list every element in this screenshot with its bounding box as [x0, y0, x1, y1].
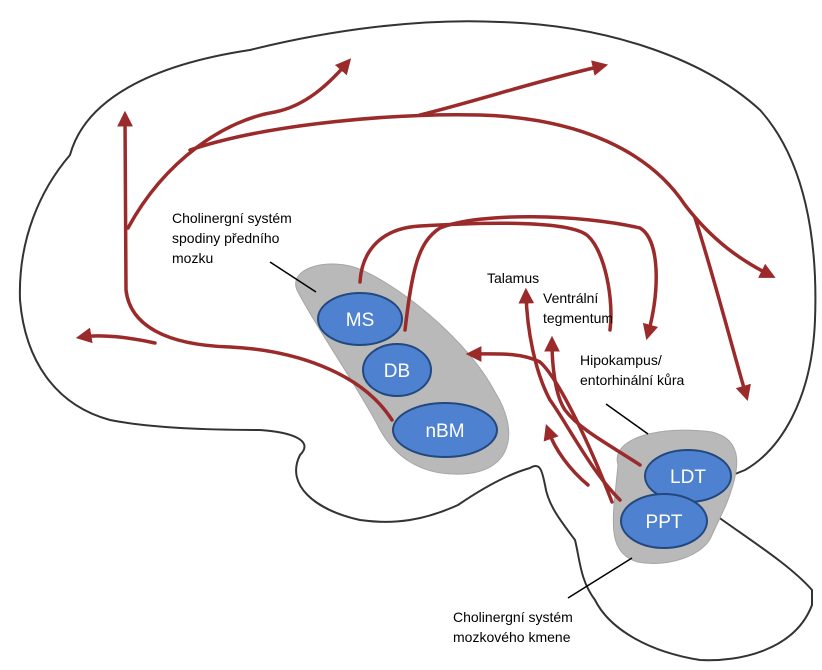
nucleus-ms-label: MS: [346, 310, 375, 331]
nucleus-ms: MS: [318, 293, 402, 345]
vta-label-line-1: Ventrální: [543, 290, 598, 306]
hippocampus-label-line-2: entorhinální kůra: [580, 372, 685, 388]
brainstem-label-line-2: mozkového kmene: [453, 629, 571, 645]
hippocampus-label-line-1: Hipokampus/: [580, 352, 662, 368]
nucleus-db: DB: [363, 344, 431, 396]
nucleus-ppt: PPT: [621, 494, 707, 548]
brainstem-label: Cholinergní systém mozkového kmene: [453, 609, 577, 645]
nucleus-ldt-label: LDT: [670, 467, 706, 488]
basal-forebrain-label-line-2: spodiny předního: [172, 230, 280, 246]
nucleus-nbm: nBM: [393, 403, 497, 457]
basal-forebrain-label-line-1: Cholinergní systém: [172, 210, 292, 226]
nucleus-db-label: DB: [384, 361, 410, 382]
thalamus-label: Talamus: [487, 270, 539, 286]
vta-label-line-2: tegmentum: [543, 310, 613, 326]
brainstem-label-line-1: Cholinergní systém: [453, 609, 573, 625]
nucleus-ppt-label: PPT: [646, 512, 683, 533]
basal-forebrain-label-line-3: mozku: [172, 250, 213, 266]
nucleus-nbm-label: nBM: [425, 421, 464, 442]
